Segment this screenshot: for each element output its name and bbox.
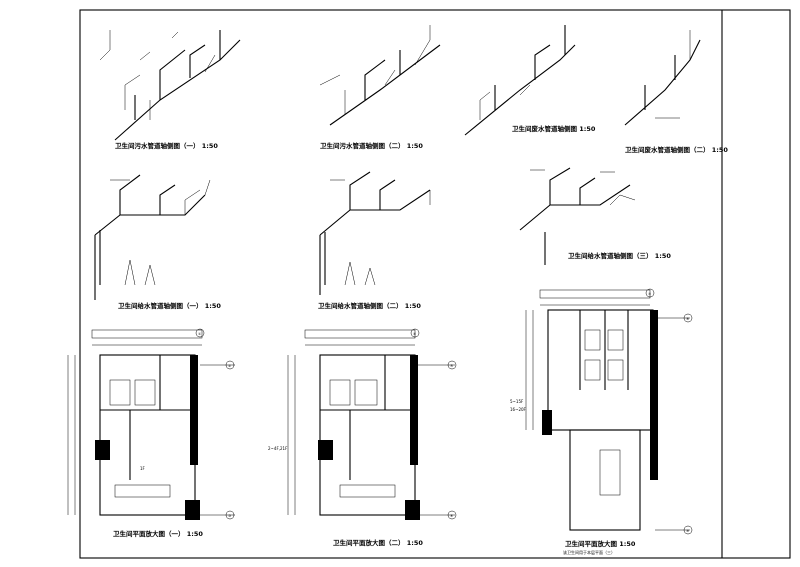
plan-2-floor-note: 2~4F,21F xyxy=(268,446,288,451)
plan-3-axis-a: ⑦ xyxy=(648,292,651,296)
plan-2-axis-b: ⑤ xyxy=(450,364,453,368)
sheet-border xyxy=(79,9,791,559)
plan-2-axis-a: ④ xyxy=(413,332,416,336)
supply-axon-2-drawing xyxy=(319,171,431,295)
supply-axon-1-drawing xyxy=(94,174,211,300)
drain-axon-1-title: 卫生间污水管道轴侧图（一） 1:50 xyxy=(115,141,218,150)
supply-axon-3-title: 卫生间给水管道轴侧图（三） 1:50 xyxy=(568,251,671,260)
drain-axon-4-drawing xyxy=(624,30,701,126)
plan-2-drawing xyxy=(287,328,457,520)
drain-axon-3-title: 卫生间废水管道轴侧图 1:50 xyxy=(512,124,596,133)
plan-3-axis-b: ⑧ xyxy=(686,317,690,321)
plan-1-axis-b: ② xyxy=(228,364,231,368)
plan-3-axis-c: ⑨ xyxy=(686,529,689,533)
plan-3-floor-note-b: 16~20F xyxy=(510,407,527,412)
plan-3-drawing xyxy=(525,288,693,535)
supply-axon-1-title: 卫生间给水管道轴侧图（一） 1:50 xyxy=(118,301,221,310)
plan-3-note: 该卫生间用于本层平面（三） xyxy=(563,549,615,555)
plan-1-axis-a: ① xyxy=(198,332,201,336)
plan-2-title: 卫生间平面放大图（二） 1:50 xyxy=(333,538,423,547)
supply-axon-3-drawing xyxy=(519,167,636,265)
drain-axon-3-drawing xyxy=(464,25,576,136)
plan-1-drawing xyxy=(67,328,235,520)
plan-3-title: 卫生间平面放大图 1:50 xyxy=(565,539,636,548)
supply-axon-2-title: 卫生间给水管道轴侧图（二） 1:50 xyxy=(318,301,421,310)
plan-1-floor-note: 1F xyxy=(140,466,146,471)
plan-2-axis-c: ⑥ xyxy=(450,514,454,518)
plan-3-floor-note-a: 5~15F xyxy=(510,399,524,404)
drain-axon-2-drawing xyxy=(319,25,441,126)
drain-axon-4-title: 卫生间废水管道轴侧图（二） 1:50 xyxy=(625,145,728,154)
drain-axon-1-drawing xyxy=(99,30,241,141)
plan-1-title: 卫生间平面放大图（一） 1:50 xyxy=(113,529,203,538)
plan-1-axis-c: ③ xyxy=(228,514,231,518)
drain-axon-2-title: 卫生间污水管道轴侧图（二） 1:50 xyxy=(320,141,423,150)
